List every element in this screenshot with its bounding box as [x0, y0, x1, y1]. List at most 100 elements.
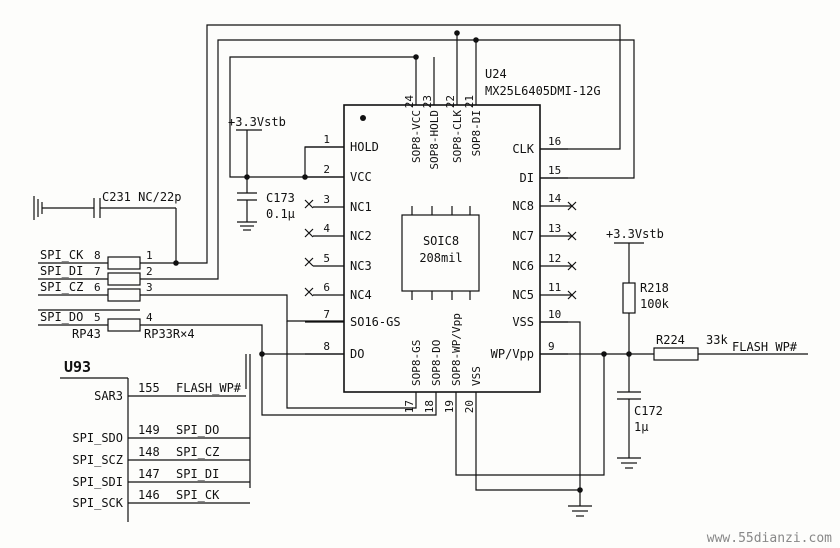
pin-name: VSS	[512, 315, 534, 329]
c172-ref: C172	[634, 404, 663, 418]
pin-name: VCC	[350, 170, 372, 184]
package-name: SOIC8	[423, 234, 459, 248]
pin-name: SO16-GS	[350, 315, 401, 329]
pin-number: 10	[548, 308, 561, 321]
c172-value: 1μ	[634, 420, 648, 434]
pin-number: 11	[548, 281, 561, 294]
u93-net-label: SPI_CK	[176, 488, 220, 502]
pin-name: CLK	[512, 142, 534, 156]
rp-right-pin: 4	[146, 311, 153, 324]
rp-right-pin: 2	[146, 265, 153, 278]
pin-name: SOP8-VCC	[410, 110, 423, 163]
pin-number: 5	[323, 252, 330, 265]
pin-number: 21	[463, 95, 476, 108]
pin-name: DI	[520, 171, 534, 185]
chip-body	[343, 104, 541, 393]
u93-net-label: SPI_DO	[176, 423, 219, 437]
flash-wp-net-label: FLASH_WP#	[732, 340, 798, 354]
package-width: 208mil	[419, 251, 462, 265]
pin-name: NC3	[350, 259, 372, 273]
pin-name: DO	[350, 347, 364, 361]
rp-net-label: SPI_CK	[40, 248, 84, 262]
u93-net-label: SPI_DI	[176, 467, 219, 481]
top-routing	[176, 24, 635, 280]
pin-number: 14	[548, 192, 562, 205]
rp-left-pin: 8	[94, 249, 101, 262]
rp-left-pin: 5	[94, 311, 101, 324]
rp-left-pin: 7	[94, 265, 101, 278]
u93-net-label: SPI_CZ	[176, 445, 219, 459]
pin-name: WP/Vpp	[491, 347, 534, 361]
u93-pin-name: SPI_SDI	[72, 475, 123, 489]
rp-right-pin: 1	[146, 249, 153, 262]
pin-number: 9	[548, 340, 555, 353]
left-power-net	[236, 129, 262, 231]
rp-resistor	[107, 256, 141, 270]
rp43-value: RP33R×4	[144, 327, 195, 341]
rp-net-label: SPI_DI	[40, 264, 83, 278]
package-leads	[411, 206, 471, 300]
pin-name: HOLD	[350, 140, 379, 154]
c231-net	[33, 196, 177, 263]
c173-value: 0.1μ	[266, 207, 295, 221]
pin-name: NC8	[512, 199, 534, 213]
bottom-routing	[249, 321, 605, 491]
pin-number: 20	[463, 400, 476, 413]
u93-pin-number: 149	[138, 423, 160, 437]
pin-number: 18	[423, 400, 436, 413]
pin-number: 6	[323, 281, 330, 294]
pin-name: NC1	[350, 200, 372, 214]
pin-name: VSS	[470, 366, 483, 386]
u93-pin-name: SAR3	[94, 389, 123, 403]
pin-name: NC5	[512, 288, 534, 302]
pin1-marker	[360, 115, 366, 121]
junction	[302, 174, 308, 180]
rp-right-pin: 3	[146, 281, 153, 294]
pin-number: 16	[548, 135, 561, 148]
r218-ref: R218	[640, 281, 669, 295]
rp-resistor	[107, 318, 141, 332]
pin-number: 3	[323, 193, 330, 206]
junction	[454, 30, 460, 36]
c231-label: C231 NC/22p	[102, 190, 182, 204]
u93-pin-number: 146	[138, 488, 160, 502]
pin-number: 22	[444, 95, 457, 108]
r224-ref: R224	[656, 333, 685, 347]
rp-left-pin: 6	[94, 281, 101, 294]
r218-value: 100k	[640, 297, 670, 311]
pin-name: NC2	[350, 229, 372, 243]
watermark: www.55dianzi.com	[707, 531, 832, 546]
pin-name: SOP8-DO	[430, 340, 443, 386]
left-power-label: +3.3Vstb	[228, 115, 286, 129]
pin-number: 8	[323, 340, 330, 353]
right-pins: 16CLK15DI14NC813NC712NC611NC510VSS9WP/Vp…	[491, 135, 572, 361]
pin-name: NC6	[512, 259, 534, 273]
pin-number: 17	[403, 400, 416, 413]
rp-routing	[140, 294, 344, 355]
pin-name: SOP8-CLK	[451, 110, 464, 163]
u93-net-label: FLASH_WP#	[176, 381, 242, 395]
nc-markers	[304, 199, 577, 300]
u93-pin-name: SPI_SCK	[72, 496, 123, 510]
u93-pin-number: 147	[138, 467, 160, 481]
pin-name: NC4	[350, 288, 372, 302]
vss-ground	[568, 490, 592, 517]
rp-resistor	[107, 272, 141, 286]
pin-name: SOP8-GS	[410, 340, 423, 386]
pin-name: SOP8-HOLD	[428, 110, 441, 170]
c173-ref: C173	[266, 191, 295, 205]
pin-name: SOP8-WP/Vpp	[450, 313, 463, 386]
rp43-ref: RP43	[72, 327, 101, 341]
pin-number: 12	[548, 252, 561, 265]
u93-pin-name: SPI_SDO	[72, 431, 123, 445]
pin-number: 1	[323, 133, 330, 146]
pin-number: 4	[323, 222, 330, 235]
u93-ref: U93	[64, 358, 91, 376]
u93-pin-name: SPI_SCZ	[72, 453, 123, 467]
junction	[626, 351, 632, 357]
